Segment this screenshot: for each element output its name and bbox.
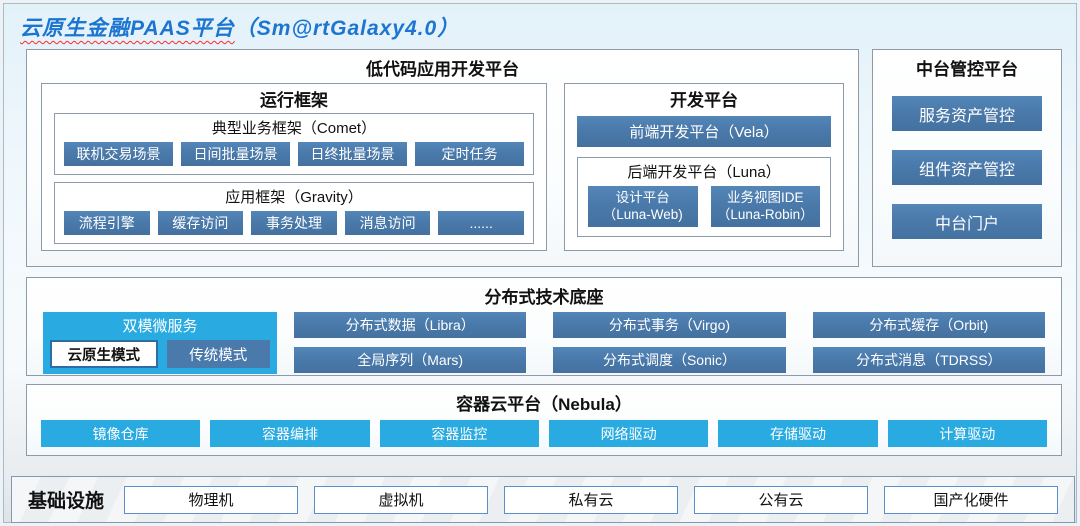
block-virtual-machine: 虚拟机 [314,485,489,514]
block-service-asset-mgmt: 服务资产管控 [892,96,1042,131]
container-cloud-panel: 容器云平台（Nebula） 镜像仓库 容器编排 容器监控 网络驱动 存储驱动 计… [26,384,1062,456]
block-mars-sequence: 全局序列（Mars) [294,347,527,373]
block-eod-batch: 日终批量场景 [298,142,407,166]
dev-platform-title: 开发平台 [670,91,738,110]
distributed-content: 双模微服务 云原生模式 传统模式 分布式数据（Libra） 分布式事务（Virg… [27,308,1061,374]
block-component-asset-mgmt: 组件资产管控 [892,150,1042,185]
container-cloud-title: 容器云平台（Nebula） [456,395,632,414]
low-code-content: 运行框架 典型业务框架（Comet） 联机交易场景 日间批量场景 日终批量场景 … [27,80,858,251]
block-traditional-mode: 传统模式 [166,340,270,368]
block-online-transaction: 联机交易场景 [64,142,173,166]
page-title: 云原生金融PAAS平台（Sm@rtGalaxy4.0） [20,12,459,42]
block-domestic-hardware: 国产化硬件 [884,485,1059,514]
block-luna-web: 设计平台 （Luna-Web) [588,186,698,227]
runtime-framework-panel: 运行框架 典型业务框架（Comet） 联机交易场景 日间批量场景 日终批量场景 … [41,83,547,251]
comet-framework-box: 典型业务框架（Comet） 联机交易场景 日间批量场景 日终批量场景 定时任务 [54,113,534,175]
luna-backend-box: 后端开发平台（Luna） 设计平台 （Luna-Web) 业务视图IDE （Lu… [577,157,831,237]
block-sonic-scheduler: 分布式调度（Sonic） [553,347,786,373]
block-scheduled-task: 定时任务 [415,142,524,166]
dual-mode-items: 云原生模式 传统模式 [50,340,270,368]
block-container-orchestration: 容器编排 [210,420,370,447]
block-network-driver: 网络驱动 [548,420,709,447]
low-code-platform-title: 低代码应用开发平台 [366,60,519,79]
gravity-framework-box: 应用框架（Gravity） 流程引擎 缓存访问 事务处理 消息访问 ...... [54,182,534,244]
block-orbit-cache: 分布式缓存（Orbit) [812,312,1045,338]
dual-mode-microservice-box: 双模微服务 云原生模式 传统模式 [43,312,277,374]
block-cloud-native-mode: 云原生模式 [50,340,158,368]
mid-platform-items: 服务资产管控 组件资产管控 中台门户 [873,96,1061,239]
block-physical-machine: 物理机 [124,485,299,514]
infrastructure-label: 基础设施 [28,491,105,512]
block-transaction-processing: 事务处理 [251,211,337,235]
infrastructure-strip: 基础设施 物理机 虚拟机 私有云 公有云 国产化硬件 [11,476,1075,523]
block-private-cloud: 私有云 [504,485,679,514]
block-process-engine: 流程引擎 [64,211,150,235]
container-cloud-items: 镜像仓库 容器编排 容器监控 网络驱动 存储驱动 计算驱动 [27,415,1061,447]
page-title-zh: 云原生金融PAAS平台 [20,17,235,40]
distributed-base-panel: 分布式技术底座 双模微服务 云原生模式 传统模式 分布式数据（Libra） 分布… [26,277,1062,376]
block-cache-access: 缓存访问 [157,211,244,235]
distributed-items: 分布式数据（Libra） 分布式事务（Virgo) 分布式缓存（Orbit) 全… [294,312,1045,374]
block-image-registry: 镜像仓库 [41,420,201,447]
block-message-access: 消息访问 [344,211,431,235]
block-ellipsis: ...... [438,211,524,235]
luna-items: 设计平台 （Luna-Web) 业务视图IDE （Luna-Robin） [578,182,830,236]
comet-items: 联机交易场景 日间批量场景 日终批量场景 定时任务 [55,138,533,174]
block-vela-frontend: 前端开发平台（Vela） [577,116,831,147]
comet-framework-title: 典型业务框架（Comet） [211,120,377,137]
low-code-platform-panel: 低代码应用开发平台 运行框架 典型业务框架（Comet） 联机交易场景 日间批量… [26,49,859,267]
block-container-monitoring: 容器监控 [379,420,539,447]
luna-backend-title: 后端开发平台（Luna） [627,164,781,181]
block-storage-driver: 存储驱动 [718,420,878,447]
block-public-cloud: 公有云 [694,485,869,514]
luna-web-line2: （Luna-Web) [602,206,683,222]
architecture-slide: 云原生金融PAAS平台（Sm@rtGalaxy4.0） 低代码应用开发平台 运行… [3,3,1077,523]
gravity-items: 流程引擎 缓存访问 事务处理 消息访问 ...... [55,207,533,243]
luna-robin-line1: 业务视图IDE [726,190,804,206]
mid-platform-panel: 中台管控平台 服务资产管控 组件资产管控 中台门户 [872,49,1062,267]
block-luna-robin: 业务视图IDE （Luna-Robin） [710,186,820,227]
luna-robin-line2: （Luna-Robin） [716,206,814,222]
luna-web-line1: 设计平台 [615,190,670,206]
runtime-framework-title: 运行框架 [260,91,328,110]
mid-platform-title: 中台管控平台 [916,60,1018,79]
block-mid-platform-portal: 中台门户 [892,204,1042,239]
page-title-en: （Sm@rtGalaxy4.0） [234,17,460,40]
dev-platform-panel: 开发平台 前端开发平台（Vela） 后端开发平台（Luna） 设计平台 （Lun… [564,83,844,251]
gravity-framework-title: 应用框架（Gravity） [225,189,363,206]
dual-mode-title: 双模微服务 [122,318,198,335]
block-intraday-batch: 日间批量场景 [181,142,290,166]
block-tdrss-message: 分布式消息（TDRSS） [812,347,1045,373]
block-compute-driver: 计算驱动 [887,420,1047,447]
block-libra-data: 分布式数据（Libra） [294,312,527,338]
distributed-base-title: 分布式技术底座 [484,288,604,307]
block-virgo-transaction: 分布式事务（Virgo) [553,312,786,338]
